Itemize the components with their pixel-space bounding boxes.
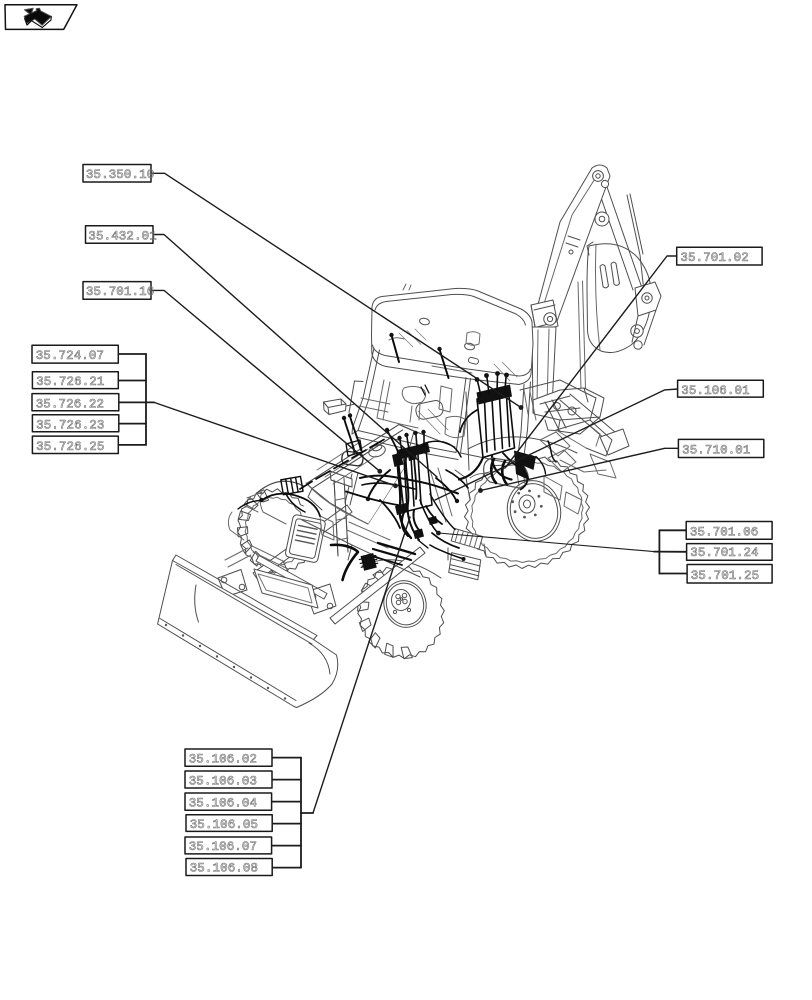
svg-text:35.106.03: 35.106.03 — [189, 775, 257, 789]
svg-text:35.106.02: 35.106.02 — [189, 753, 257, 767]
svg-text:35.726.23: 35.726.23 — [36, 418, 104, 432]
svg-text:35.432.01: 35.432.01 — [88, 229, 156, 243]
svg-text:35.701.06: 35.701.06 — [690, 526, 758, 540]
svg-text:35.106.01: 35.106.01 — [681, 384, 749, 398]
svg-text:35.724.07: 35.724.07 — [36, 349, 104, 363]
svg-text:35.350.10: 35.350.10 — [86, 168, 154, 182]
svg-text:35.701.24: 35.701.24 — [690, 546, 758, 560]
svg-text:35.701.16: 35.701.16 — [86, 285, 154, 299]
svg-text:35.726.25: 35.726.25 — [36, 440, 104, 454]
svg-text:35.726.22: 35.726.22 — [36, 397, 104, 411]
svg-text:35.701.25: 35.701.25 — [691, 569, 759, 583]
svg-text:35.701.02: 35.701.02 — [680, 251, 748, 265]
svg-text:35.726.21: 35.726.21 — [36, 375, 104, 389]
svg-text:35.106.07: 35.106.07 — [189, 840, 257, 854]
svg-text:35.106.04: 35.106.04 — [189, 797, 257, 811]
svg-text:35.106.08: 35.106.08 — [190, 862, 258, 876]
svg-text:35.106.05: 35.106.05 — [190, 818, 258, 832]
svg-text:35.710.01: 35.710.01 — [682, 444, 750, 458]
